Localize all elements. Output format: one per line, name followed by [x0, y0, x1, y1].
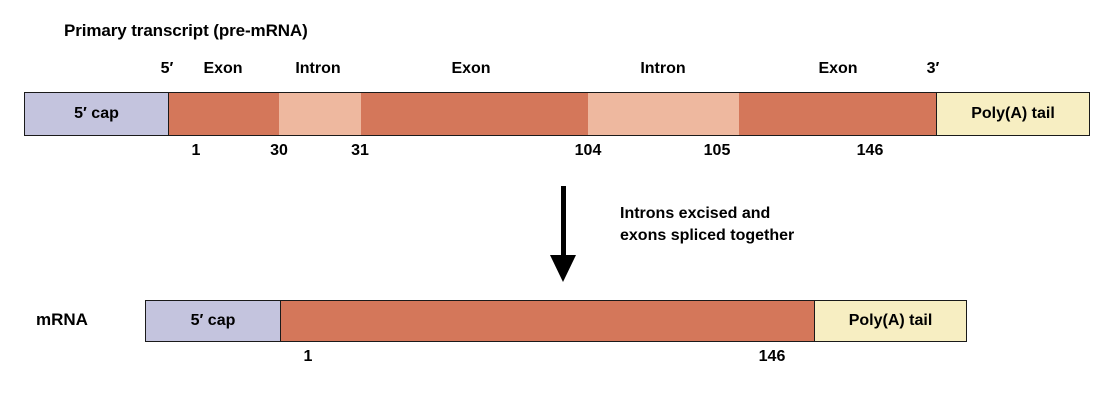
splicing-caption-line-1: Introns excised and [620, 205, 771, 222]
label-intron-1: Intron [295, 60, 341, 77]
label-exon-1: Exon [203, 60, 243, 77]
pre-mrna-segment-exon-2 [361, 93, 588, 135]
mrna-segment-coding [280, 301, 814, 341]
pre-mrna-segment-exon-3 [739, 93, 936, 135]
tick-1: 1 [191, 142, 201, 159]
pre-mrna-segment-intron-2 [588, 93, 739, 135]
splicing-caption-line-2: exons spliced together [620, 227, 795, 244]
splicing-caption: Introns excised and exons spliced togeth… [620, 203, 794, 247]
page-title: Primary transcript (pre-mRNA) [64, 21, 308, 40]
label-5-prime-end: 5′ [160, 60, 174, 77]
mrna-cap-label: 5′ cap [190, 312, 236, 329]
polya-label: Poly(A) tail [971, 105, 1055, 122]
pre-mrna-segment-polya: Poly(A) tail [936, 93, 1089, 135]
pre-mrna-segment-intron-1 [279, 93, 361, 135]
label-exon-2: Exon [451, 60, 491, 77]
mrna-tick-146: 146 [758, 348, 786, 365]
mrna-segment-polya: Poly(A) tail [814, 301, 966, 341]
label-intron-2: Intron [640, 60, 686, 77]
tick-31: 31 [351, 142, 369, 159]
tick-104: 104 [574, 142, 602, 159]
label-3-prime-end: 3′ [926, 60, 940, 77]
mrna-row-label: mRNA [36, 310, 88, 329]
tick-30: 30 [270, 142, 288, 159]
splicing-arrow-shaft [561, 186, 566, 258]
pre-mrna-segment-exon-1 [168, 93, 279, 135]
mrna-bar: 5′ cap Poly(A) tail [145, 300, 967, 342]
cap-label: 5′ cap [74, 105, 119, 122]
splicing-arrow-head [550, 255, 576, 282]
mrna-segment-cap: 5′ cap [146, 301, 280, 341]
label-exon-3: Exon [818, 60, 858, 77]
pre-mrna-bar: 5′ cap Poly(A) tail [24, 92, 1090, 136]
tick-105: 105 [703, 142, 731, 159]
mrna-tick-1: 1 [303, 348, 313, 365]
tick-146: 146 [856, 142, 884, 159]
pre-mrna-segment-cap: 5′ cap [25, 93, 168, 135]
mrna-polya-label: Poly(A) tail [848, 312, 933, 329]
